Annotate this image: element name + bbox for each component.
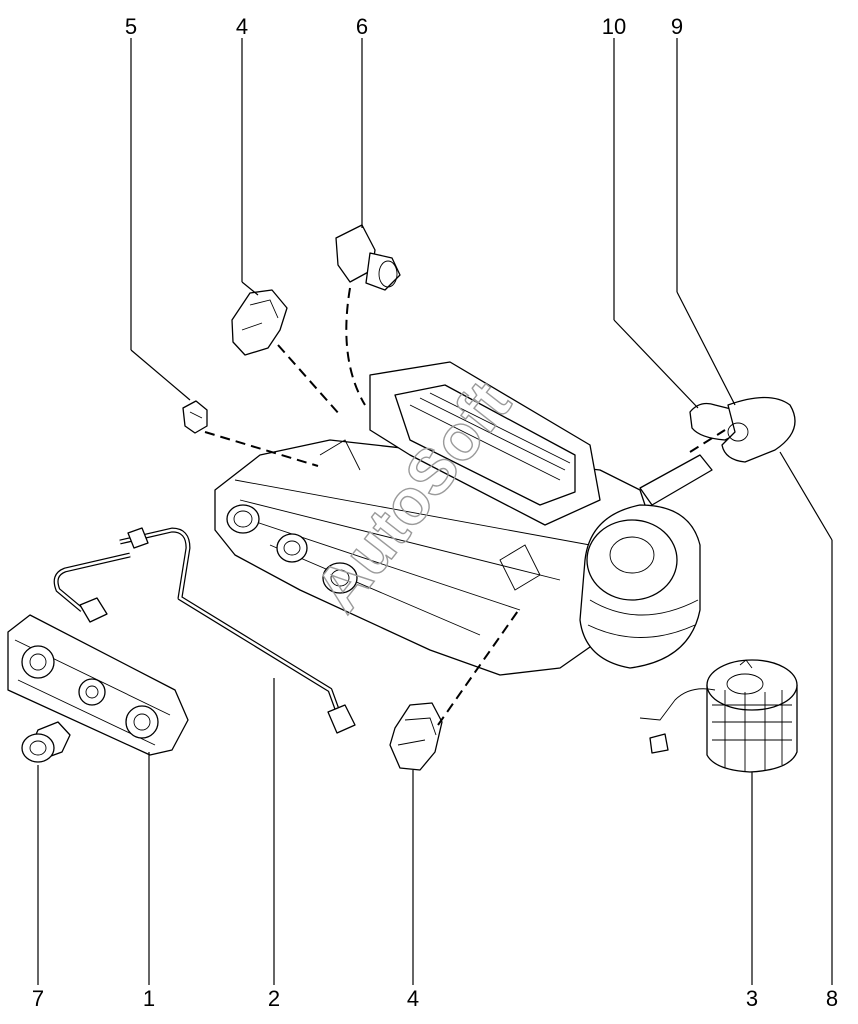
callout-1: 1 xyxy=(143,986,155,1011)
part-6-actuator xyxy=(335,224,401,291)
callout-3: 3 xyxy=(746,986,758,1011)
callout-9: 9 xyxy=(671,14,683,39)
callout-4-top: 4 xyxy=(236,14,248,39)
callout-6: 6 xyxy=(356,14,368,39)
part-1-control-panel xyxy=(7,614,189,756)
part-2-wiring-harness xyxy=(53,527,356,734)
callout-7: 7 xyxy=(32,986,44,1011)
part-7-switch xyxy=(21,721,71,763)
part-9-10-hose xyxy=(689,396,796,463)
part-4-actuator-lower xyxy=(389,702,443,771)
assembly-dashed-paths xyxy=(204,287,726,726)
leader-lines xyxy=(37,38,833,985)
part-3-blower-motor xyxy=(639,659,798,773)
part-5-sensor xyxy=(182,400,208,434)
callout-10: 10 xyxy=(602,14,626,39)
callout-2: 2 xyxy=(268,986,280,1011)
callout-5: 5 xyxy=(125,14,137,39)
callout-8: 8 xyxy=(826,986,838,1011)
hvac-housing-assembly xyxy=(214,361,713,676)
callout-labels: 5 4 6 10 9 7 1 2 4 3 8 xyxy=(32,14,838,1011)
part-4-actuator-upper xyxy=(231,289,288,356)
callout-4-bottom: 4 xyxy=(407,986,419,1011)
